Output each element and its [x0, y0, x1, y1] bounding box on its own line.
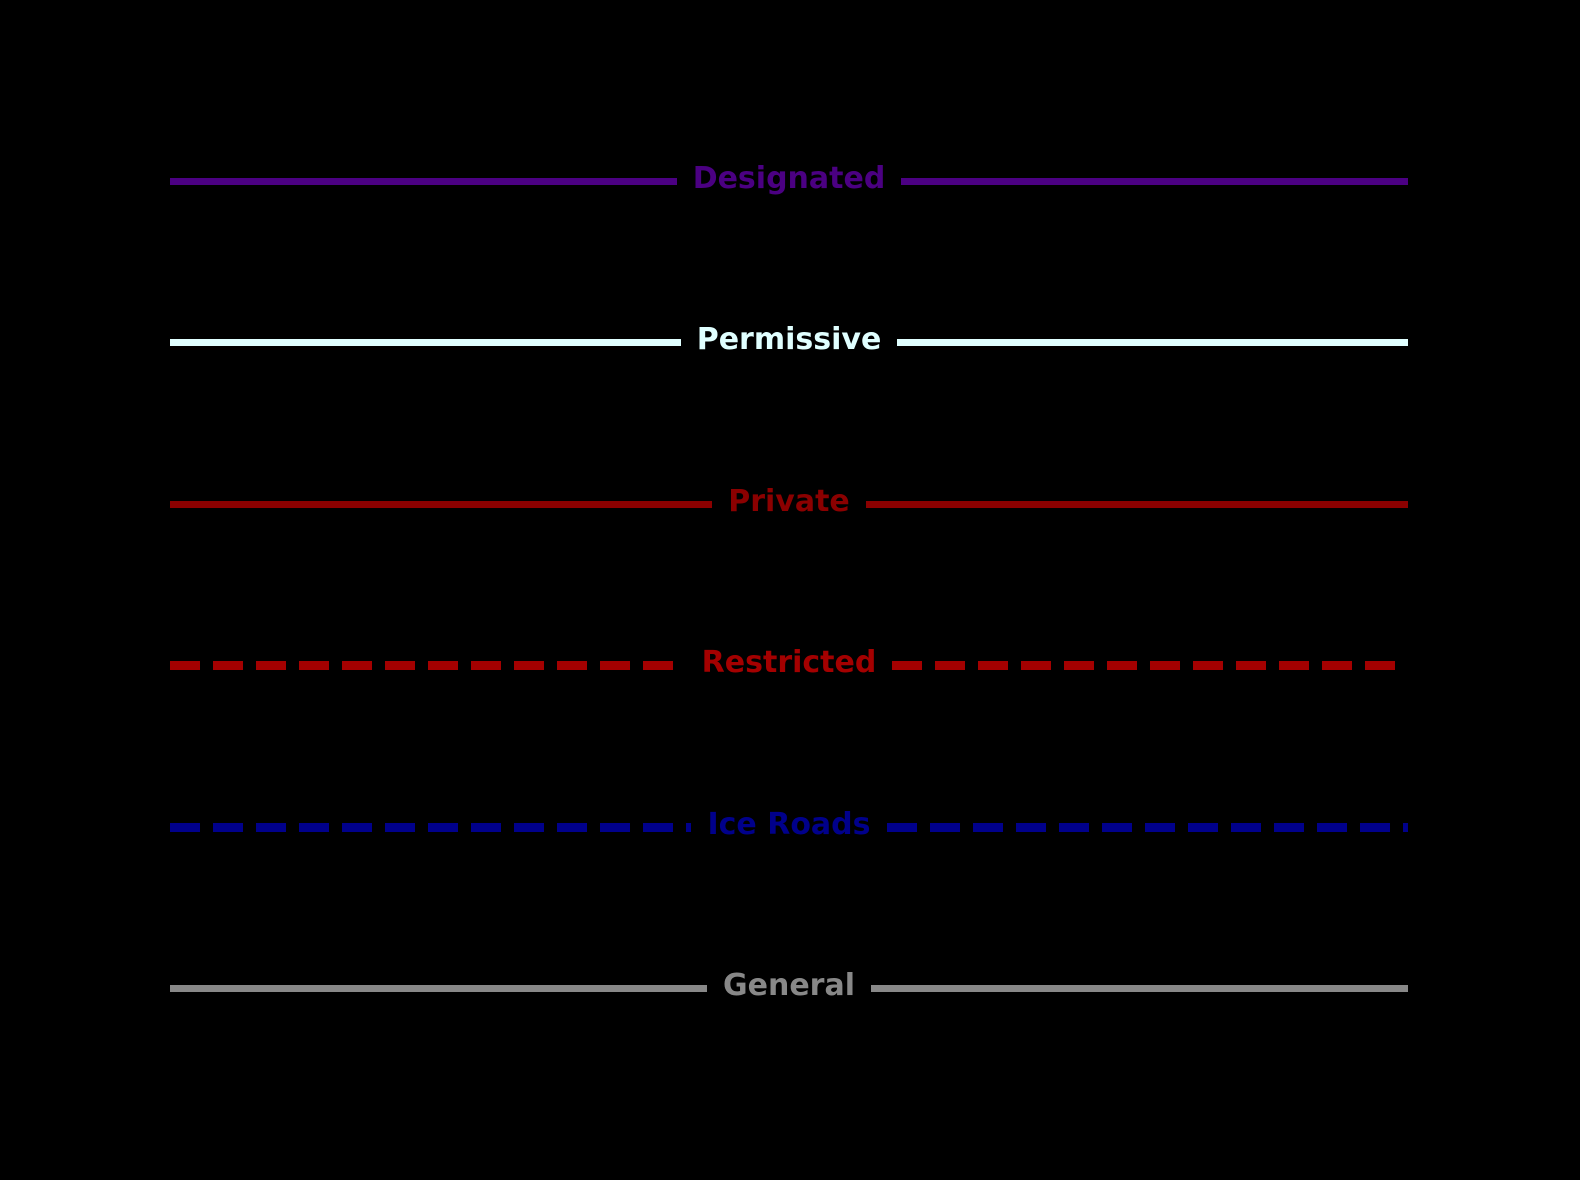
- legend-label-general: General: [723, 968, 855, 1003]
- legend-line-right: [865, 500, 1408, 508]
- legend-label-designated: Designated: [692, 161, 886, 196]
- legend-row-permissive: Permissive: [170, 320, 1409, 364]
- legend-label-permissive: Permissive: [696, 322, 882, 357]
- legend-row-private: Private: [170, 482, 1408, 526]
- legend-line-right: [871, 984, 1408, 992]
- legend-line-left: [170, 338, 681, 346]
- legend-label-ice-roads: Ice Roads: [707, 807, 871, 842]
- legend-label-private: Private: [728, 484, 850, 519]
- legend-line-right: [886, 822, 1408, 832]
- legend-line-left: [170, 822, 692, 832]
- legend-row-general: General: [170, 966, 1408, 1010]
- legend-line-right: [901, 177, 1409, 185]
- legend-line-left: [170, 177, 677, 185]
- legend-row-restricted: Restricted: [170, 643, 1409, 687]
- legend-line-right: [892, 660, 1409, 670]
- legend-row-designated: Designated: [170, 159, 1409, 203]
- legend-label-restricted: Restricted: [701, 645, 877, 680]
- legend-line-right: [897, 338, 1409, 346]
- legend-line-left: [170, 984, 707, 992]
- legend-row-ice-roads: Ice Roads: [170, 805, 1408, 849]
- legend-line-left: [170, 660, 686, 670]
- legend-line-left: [170, 500, 713, 508]
